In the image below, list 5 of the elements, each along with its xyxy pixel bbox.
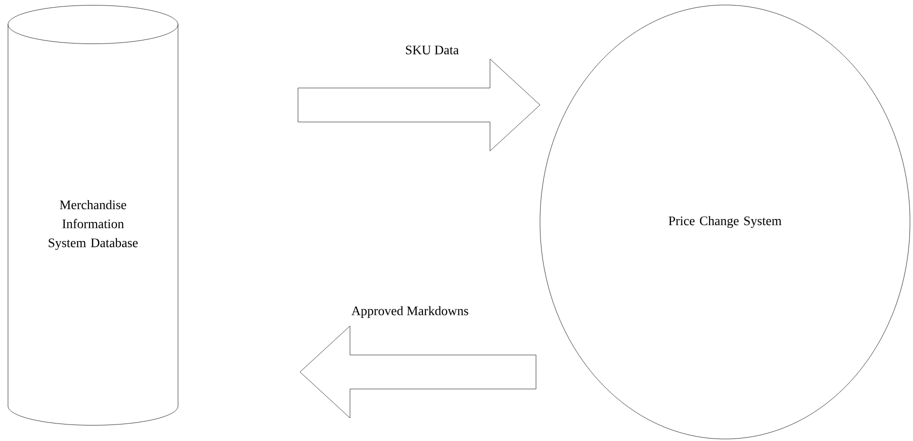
edge-label: Approved Markdowns	[350, 305, 470, 319]
block-arrow	[300, 326, 536, 418]
database-cylinder: Merchandise Information System Database	[8, 5, 178, 426]
edge-label: SKU Data	[404, 44, 460, 56]
block-arrow	[298, 58, 540, 152]
